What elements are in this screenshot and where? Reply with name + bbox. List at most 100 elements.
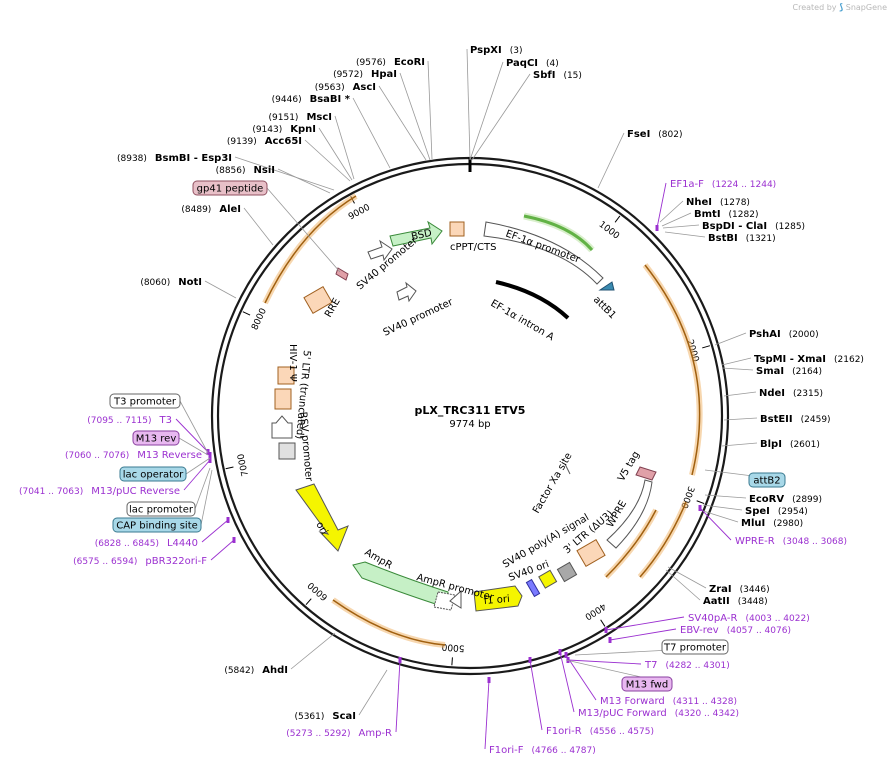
site-name: PshAI xyxy=(749,329,781,340)
site-name: BstEII xyxy=(760,414,793,425)
primer-name: T7 xyxy=(644,660,657,671)
primer-range: (1224 .. 1244) xyxy=(712,180,776,190)
boxed-label: CAP binding site xyxy=(112,469,213,533)
restriction-site-label: PspXI(3) xyxy=(470,45,522,56)
site-name: ScaI xyxy=(332,711,356,722)
primer-label: EBV-rev(4057 .. 4076) xyxy=(680,625,791,636)
restriction-site-label: MluI(2980) xyxy=(741,518,803,529)
site-leader-line xyxy=(399,72,431,161)
primer-leader-line xyxy=(395,659,401,733)
restriction-site-label: (9563)AscI xyxy=(315,82,376,93)
box-leader-line xyxy=(179,400,209,454)
site-name: NsiI xyxy=(254,165,275,176)
primer-marker xyxy=(564,652,568,658)
restriction-site-label: (9572)HpaI xyxy=(333,69,397,80)
primer-leader-line xyxy=(175,418,209,453)
primer-range: (3048 .. 3068) xyxy=(783,537,847,547)
restriction-site-label: (9151)MscI xyxy=(269,112,333,123)
site-position: (1278) xyxy=(720,198,750,208)
site-name: EcoRV xyxy=(749,494,784,505)
site-position: (3) xyxy=(510,46,523,56)
site-position: (1282) xyxy=(729,210,759,220)
tick-label: 8000 xyxy=(250,307,269,332)
site-name: MscI xyxy=(306,112,332,123)
restriction-site-label: BstBI(1321) xyxy=(708,233,776,244)
primer-marker xyxy=(604,627,608,633)
primer-marker xyxy=(232,537,236,543)
site-leader-line xyxy=(352,97,391,169)
box-text: T3 promoter xyxy=(113,397,177,408)
orange-arcs xyxy=(262,193,703,648)
site-leader-line xyxy=(714,332,747,346)
site-leader-line xyxy=(702,504,743,511)
restriction-site-label: (9576)EcoRI xyxy=(356,57,425,68)
site-position: (9139) xyxy=(227,137,257,147)
box-frame xyxy=(621,676,673,692)
primer-name: Amp-R xyxy=(359,728,393,739)
restriction-site-label: TspMI - XmaI(2162) xyxy=(754,354,864,365)
site-name: KpnI xyxy=(290,124,316,135)
site-leader-line xyxy=(334,115,355,180)
primer-leader-lines xyxy=(175,182,732,750)
primer-label: F1ori-F(4766 .. 4787) xyxy=(489,745,596,756)
site-position: (2315) xyxy=(793,389,823,399)
box-frame xyxy=(748,472,786,488)
primer-name: M13 Forward xyxy=(600,696,665,707)
site-name: ZraI xyxy=(709,584,732,595)
tick-label: 7000 xyxy=(236,452,251,477)
primer-label: (5273 .. 5292)Amp-R xyxy=(286,728,392,739)
box-leader-line xyxy=(266,187,341,273)
primer-label: (6575 .. 6594)pBR322ori-F xyxy=(73,556,207,567)
site-position: (4) xyxy=(546,59,559,69)
primer-label: SV40pA-R(4003 .. 4022) xyxy=(688,613,810,624)
box-text: lac operator xyxy=(123,470,184,481)
box-text: M13 rev xyxy=(136,434,177,445)
site-position: (8938) xyxy=(117,154,147,164)
restriction-site-label: (8489)AleI xyxy=(181,204,241,215)
site-position: (2164) xyxy=(792,367,822,377)
site-name: SmaI xyxy=(756,366,784,377)
box-frame xyxy=(112,517,202,533)
primer-name: M13/pUC Forward xyxy=(578,708,667,719)
site-position: (8489) xyxy=(181,205,211,215)
site-leader-line xyxy=(661,212,692,227)
primer-labels: EF1a-F(1224 .. 1244)WPRE-R(3048 .. 3068)… xyxy=(19,179,847,756)
tick-mark xyxy=(225,466,234,470)
site-name: MluI xyxy=(741,518,765,529)
primer-name: L4440 xyxy=(167,538,198,549)
primer-name: EF1a-F xyxy=(670,179,704,190)
site-suffix: - Esp3I xyxy=(190,153,232,164)
site-name: NdeI xyxy=(759,388,785,399)
box-text: M13 fwd xyxy=(626,680,668,691)
snapgene-branding: Created by ⟆ SnapGene xyxy=(793,3,887,13)
box-frame xyxy=(132,430,180,446)
boxed-label: M13 rev xyxy=(132,430,209,456)
site-name: AscI xyxy=(353,82,376,93)
primer-label: F1ori-R(4556 .. 4575) xyxy=(546,726,654,737)
site-name: NheI xyxy=(686,197,712,208)
primer-label: (7095 .. 7115)T3 xyxy=(87,415,172,426)
box-frame xyxy=(126,501,196,517)
site-name: BsmBI xyxy=(155,153,190,164)
site-leader-line xyxy=(723,417,758,421)
site-leader-line xyxy=(243,207,274,246)
site-name: AhdI xyxy=(262,665,288,676)
tick-mark xyxy=(702,345,711,349)
primer-leader-line xyxy=(609,628,677,641)
restriction-site-label: AatII(3448) xyxy=(703,596,768,607)
site-position: (8856) xyxy=(216,166,246,176)
feature-label: f1 ori xyxy=(483,594,510,607)
site-position: (802) xyxy=(658,130,682,140)
restriction-site-label: PaqCI(4) xyxy=(506,58,559,69)
box-text: CAP binding site xyxy=(116,521,198,532)
site-name: BlpI xyxy=(760,439,782,450)
restriction-site-label: (5842)AhdI xyxy=(224,665,288,676)
restriction-site-label: BmtI(1282) xyxy=(694,209,758,220)
primer-leader-line xyxy=(559,651,575,713)
primer-marker xyxy=(206,449,210,455)
primer-range: (4057 .. 4076) xyxy=(727,626,791,636)
box-leader-line xyxy=(178,437,209,456)
site-leader-line xyxy=(659,200,684,223)
box-leader-line xyxy=(194,467,211,510)
